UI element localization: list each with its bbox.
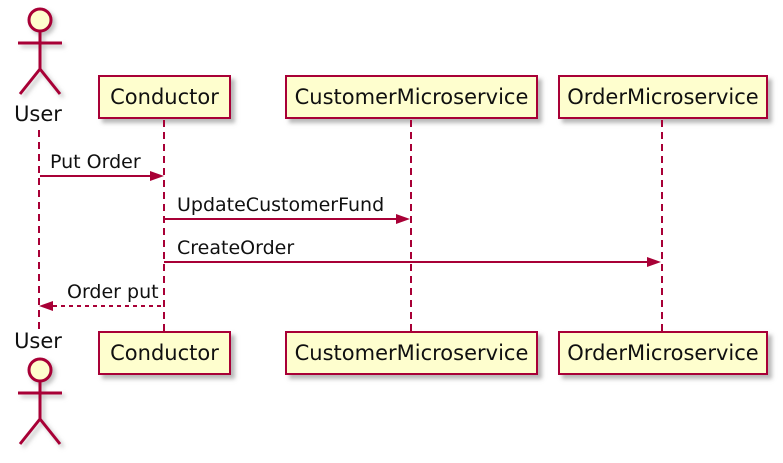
actor-user-icon-bottom	[13, 357, 67, 449]
lifeline-user	[38, 130, 40, 331]
participant-conductor-bottom: Conductor	[98, 331, 231, 375]
message-order-put-label: Order put	[67, 281, 159, 303]
message-updatecustomerfund-label: UpdateCustomerFund	[177, 194, 385, 216]
message-createorder-label: CreateOrder	[177, 237, 295, 259]
lifeline-customermicroservice	[410, 120, 412, 331]
message-put-order-arrowhead	[150, 171, 164, 181]
actor-user-label-top: User	[14, 102, 62, 126]
actor-user-label-bottom: User	[14, 329, 62, 353]
participant-ordermicroservice-top: OrderMicroservice	[558, 75, 768, 119]
message-order-put-line	[53, 305, 164, 307]
message-order-put-arrowhead	[39, 301, 53, 311]
message-put-order-line	[40, 175, 151, 177]
message-put-order-label: Put Order	[50, 151, 141, 173]
participant-ordermicroservice-bottom: OrderMicroservice	[558, 331, 768, 375]
lifeline-conductor	[163, 120, 165, 331]
message-updatecustomerfund-line	[164, 218, 397, 220]
message-createorder-arrowhead	[647, 257, 661, 267]
participant-conductor-top: Conductor	[98, 75, 231, 119]
actor-user-icon	[13, 7, 67, 99]
lifeline-ordermicroservice	[661, 120, 663, 331]
message-updatecustomerfund-arrowhead	[396, 214, 410, 224]
participant-customermicroservice-top: CustomerMicroservice	[285, 75, 538, 119]
participant-customermicroservice-bottom: CustomerMicroservice	[285, 331, 538, 375]
message-createorder-line	[164, 261, 648, 263]
